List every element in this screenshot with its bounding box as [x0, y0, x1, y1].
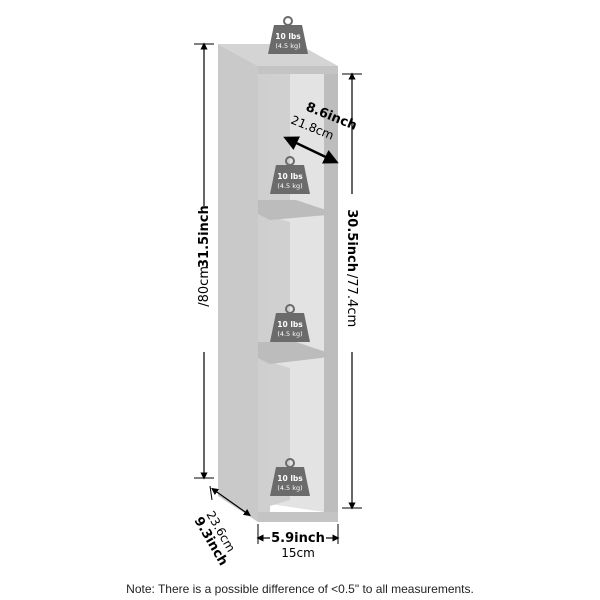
left-edge: [258, 66, 270, 522]
weight-kg-label: (4.5 kg): [277, 182, 302, 190]
inner-height-dimension: 30.5inch /77.4cm: [342, 72, 362, 510]
total-height-dimension: /80cm 31.5inch: [194, 42, 214, 480]
weight-badge: 10 lbs (4.5 kg): [270, 304, 310, 342]
bottom-edge: [258, 512, 338, 522]
side-panel: [218, 44, 258, 522]
inner-height-cm: /77.4cm: [344, 274, 359, 327]
weight-lbs-label: 10 lbs: [277, 474, 303, 483]
top-panel: [218, 44, 338, 66]
total-height-cm: /80cm: [197, 266, 212, 307]
shelf-1: [258, 200, 338, 220]
weight-kg-label: (4.5 kg): [277, 330, 302, 338]
inner-height-in: 30.5inch: [344, 209, 359, 272]
top-edge: [258, 66, 338, 74]
width-in: 5.9inch: [271, 531, 325, 546]
right-edge: [324, 66, 338, 522]
measurement-note: Note: There is a possible difference of …: [126, 582, 474, 596]
shelf-2: [258, 342, 338, 364]
weight-badge: 10 lbs (4.5 kg): [268, 16, 308, 54]
weight-kg-label: (4.5 kg): [275, 42, 300, 50]
weight-lbs-label: 10 lbs: [277, 172, 303, 181]
weight-lbs-label: 10 lbs: [275, 32, 301, 41]
width-dimension: 5.9inch 15cm: [256, 524, 340, 560]
weight-lbs-label: 10 lbs: [277, 320, 303, 329]
width-cm: 15cm: [281, 546, 315, 560]
total-height-in: 31.5inch: [197, 205, 212, 268]
weight-badge: 10 lbs (4.5 kg): [270, 458, 310, 496]
weight-kg-label: (4.5 kg): [277, 484, 302, 492]
